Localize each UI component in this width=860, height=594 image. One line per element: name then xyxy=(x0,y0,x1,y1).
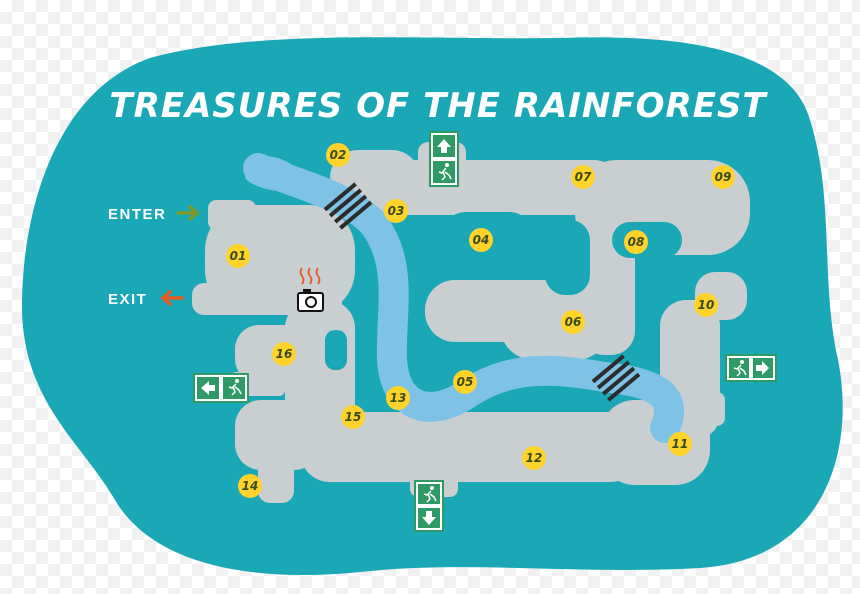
stop-number: 09 xyxy=(715,170,732,184)
stop-number: 13 xyxy=(390,391,407,405)
river xyxy=(243,153,685,443)
stop-marker-circle xyxy=(711,165,735,189)
stop-marker-circle xyxy=(694,293,718,317)
stop-marker-circle xyxy=(341,405,365,429)
stop-marker: 04 xyxy=(469,228,493,252)
stop-number: 12 xyxy=(526,451,543,465)
stop-marker-circle xyxy=(571,165,595,189)
stop-marker-circle xyxy=(469,228,493,252)
stop-marker-circle xyxy=(624,230,648,254)
stop-marker-circle xyxy=(384,199,408,223)
stop-number: 03 xyxy=(388,204,405,218)
running-man-exit-icon xyxy=(733,360,747,377)
stop-number: 10 xyxy=(698,298,715,312)
camera-icon xyxy=(297,267,324,312)
stop-marker: 09 xyxy=(711,165,735,189)
stop-number: 07 xyxy=(575,170,592,184)
stop-number: 05 xyxy=(457,375,474,389)
map-title: TREASURES OF THE RAINFOREST xyxy=(109,86,768,126)
enter-arrow-icon xyxy=(176,205,200,221)
exit-label: EXIT xyxy=(108,291,147,308)
stop-marker: 15 xyxy=(341,405,365,429)
stop-marker: 02 xyxy=(326,143,350,167)
stop-marker-circle xyxy=(272,342,296,366)
stop-marker: 03 xyxy=(384,199,408,223)
stop-marker-circle xyxy=(386,386,410,410)
running-man-exit-icon xyxy=(228,379,242,396)
stop-number: 02 xyxy=(330,148,347,162)
exit-arrow-icon xyxy=(160,290,184,306)
stop-number: 01 xyxy=(230,249,247,263)
stop-marker: 13 xyxy=(386,386,410,410)
river-pool xyxy=(245,156,302,192)
stop-marker: 11 xyxy=(668,432,692,456)
stop-marker: 10 xyxy=(694,293,718,317)
stop-marker: 16 xyxy=(272,342,296,366)
stop-number: 16 xyxy=(276,347,293,361)
stop-marker: 14 xyxy=(238,474,262,498)
stop-number: 06 xyxy=(565,315,582,329)
stop-marker: 05 xyxy=(453,370,477,394)
stop-markers: 01 02 03 04 05 06 07 08 09 10 11 12 13 14 15 16 xyxy=(226,143,735,498)
running-man-exit-icon xyxy=(438,163,452,181)
running-man-exit-icon xyxy=(423,486,437,503)
stop-number: 11 xyxy=(672,437,689,451)
stop-number: 08 xyxy=(628,235,645,249)
stop-number: 15 xyxy=(345,410,362,424)
stop-marker: 08 xyxy=(624,230,648,254)
stop-marker-circle xyxy=(453,370,477,394)
stop-marker: 07 xyxy=(571,165,595,189)
stop-marker-circle xyxy=(522,446,546,470)
stop-marker-circle xyxy=(238,474,262,498)
stop-marker-circle xyxy=(561,310,585,334)
stop-marker: 12 xyxy=(522,446,546,470)
stop-marker-circle xyxy=(326,143,350,167)
stop-number: 14 xyxy=(242,479,259,493)
bridge-icon xyxy=(591,354,641,402)
enter-label: ENTER xyxy=(108,206,166,223)
bridge-icon xyxy=(323,182,373,230)
emergency-exit-sign-east xyxy=(725,354,777,382)
emergency-exit-sign-north xyxy=(429,131,459,187)
stop-number: 04 xyxy=(473,233,490,247)
emergency-exit-sign-south xyxy=(414,480,444,532)
stop-marker-circle xyxy=(668,432,692,456)
stop-marker-circle xyxy=(226,244,250,268)
stop-marker: 01 xyxy=(226,244,250,268)
stop-marker: 06 xyxy=(561,310,585,334)
emergency-exit-sign-west xyxy=(193,373,249,403)
